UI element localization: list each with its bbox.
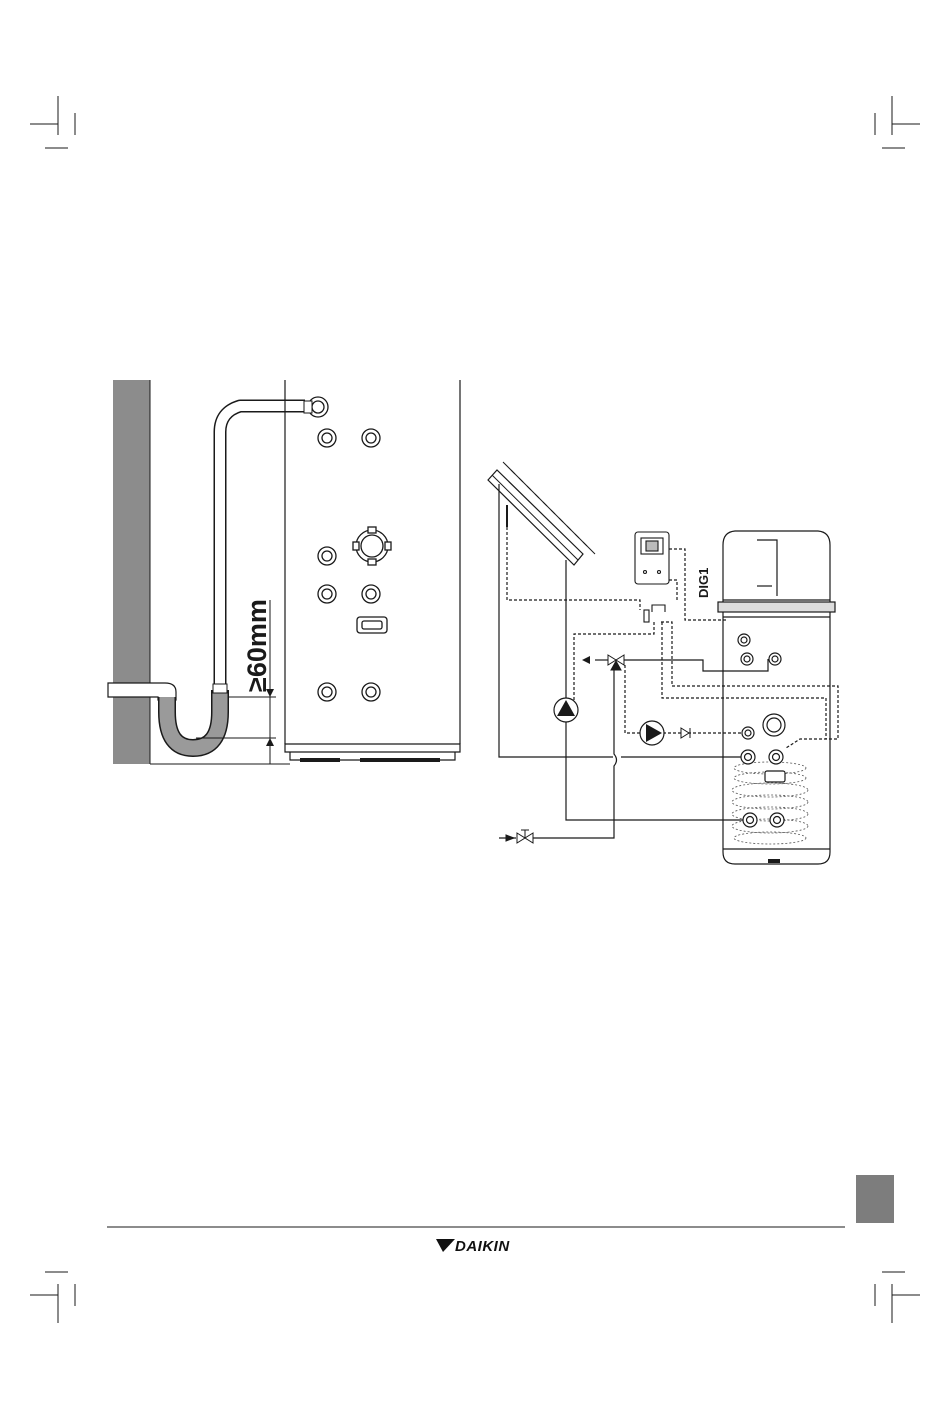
brand-wordmark: DAIKIN	[455, 1238, 510, 1255]
cold-water-inlet	[506, 830, 533, 843]
solar-collector	[488, 462, 595, 565]
solar-pump	[554, 698, 578, 722]
solar-installation-figure: DIG1	[488, 462, 838, 864]
daikin-logo-icon	[436, 1239, 455, 1252]
drain-trap-figure: ≥60mm	[108, 380, 460, 764]
circulation-pump	[640, 721, 664, 745]
hot-water-outlet-arrow	[582, 656, 590, 664]
tank-connections	[318, 429, 391, 701]
check-valve	[681, 728, 690, 738]
wall	[113, 380, 150, 764]
daikin-logo: DAIKIN	[436, 1238, 510, 1255]
solar-controller	[635, 532, 669, 622]
dig1-label: DIG1	[696, 568, 711, 598]
mixing-valve	[608, 655, 624, 670]
page-tab	[856, 1175, 894, 1223]
min-height-label: ≥60mm	[242, 599, 272, 692]
